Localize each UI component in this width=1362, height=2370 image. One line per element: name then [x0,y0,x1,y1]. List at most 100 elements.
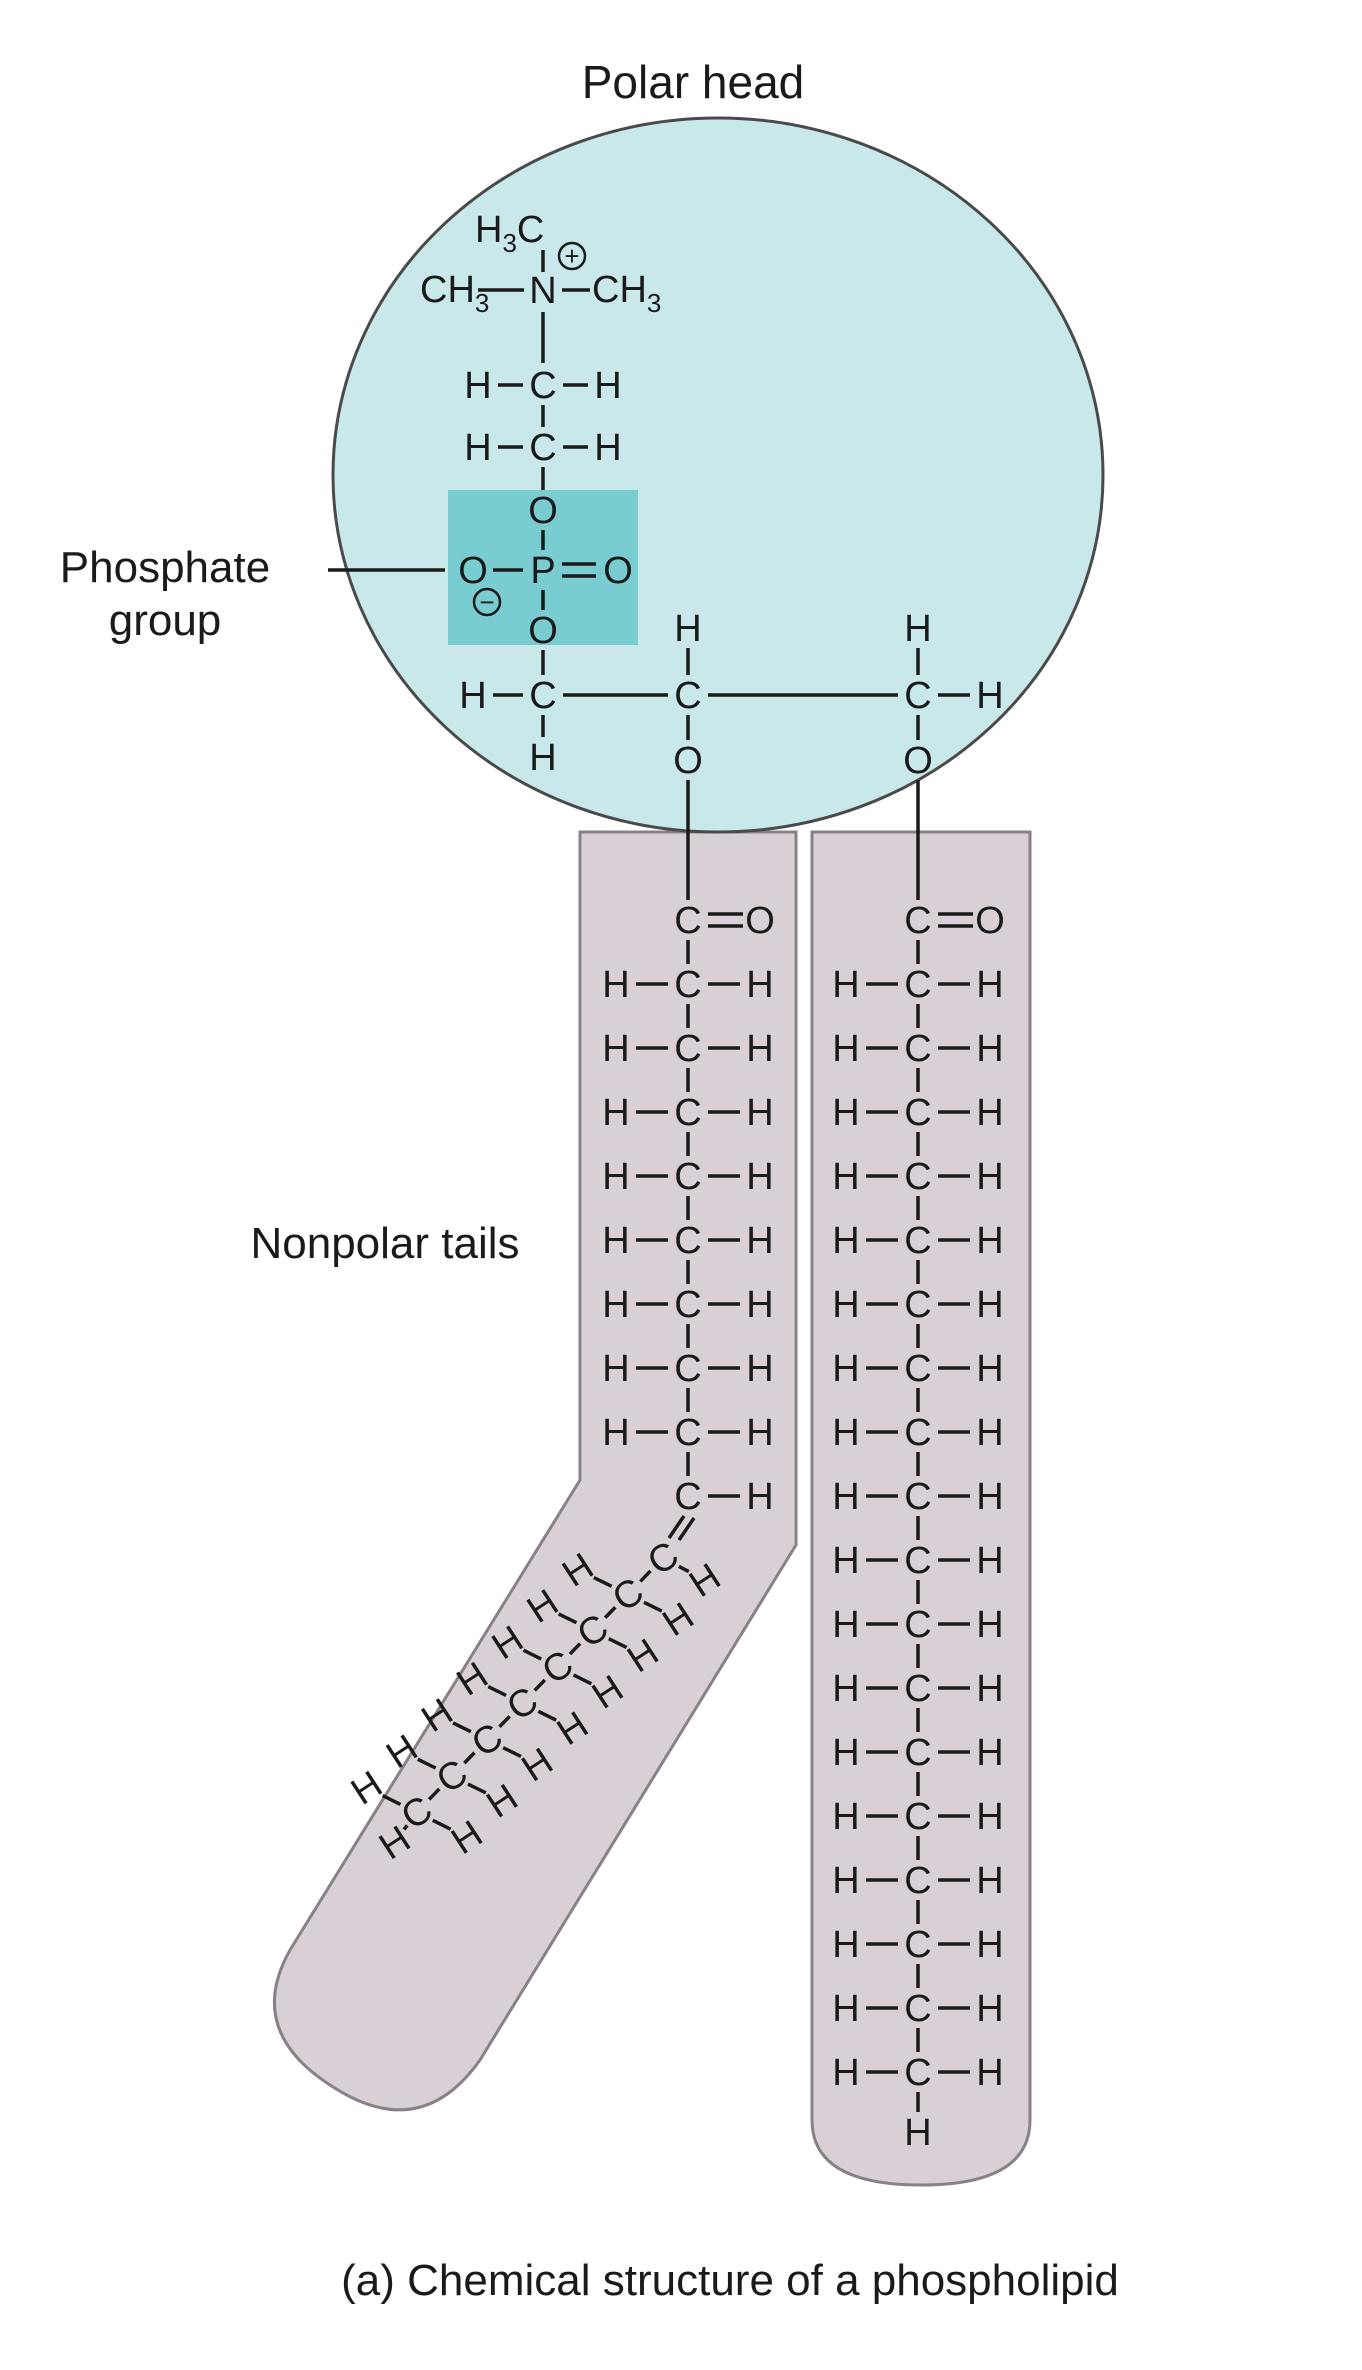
tail1-bond-c-c [498,1715,511,1728]
hydrogen-atom: H [459,675,486,717]
tail1-bond-c-h [431,1818,452,1831]
tail2-hydrogen-atom: H [832,1796,859,1838]
tail2-hydrogen-atom: H [976,964,1003,1006]
tail2-hydrogen-atom: H [976,1284,1003,1326]
positive-charge: + [564,241,579,271]
tail1-bond-c-c [603,1606,617,1619]
tail1-bond-c-c [568,1642,582,1656]
tail2-hydrogen-atom: H [832,1412,859,1454]
tail1-bond-c-h [502,1746,522,1759]
carbon-atom: C [529,675,556,717]
tail1-carbon-atom: C [674,1476,701,1518]
tail1-bond-c-h [572,1673,593,1686]
tail2-hydrogen-atom: H [976,1412,1003,1454]
hydrogen-atom: H [976,675,1003,717]
tail2-carbon-atom: C [904,1028,931,1070]
tail2-carbon-atom: C [904,1860,931,1902]
carbon-atom: C [529,365,556,407]
phosphorus-atom: P [530,550,555,592]
hydrogen-atom: H [674,608,701,650]
tail1-hydrogen-atom: H [602,1092,629,1134]
phosphate-group-label-line2: group [109,596,222,645]
tail1-hydrogen-atom: H [746,1092,773,1134]
tail1-bond-c-c [533,1678,547,1692]
negative-charge: − [479,587,494,617]
tail2-carbon-atom: C [904,1348,931,1390]
tail2-hydrogen-atom: H [832,1156,859,1198]
oxygen-atom: O [528,610,558,652]
tail2-carbon-atom: C [904,1284,931,1326]
tail1-bond-c-h [678,1564,690,1574]
tail2-hydrogen-atom-terminal: H [904,2112,931,2154]
tail2-carbon-atom: C [904,1412,931,1454]
tail2-carbon-atom: C [904,1988,931,2030]
tail2-hydrogen-atom: H [832,1604,859,1646]
tail2-carbon-atom: C [904,1668,931,1710]
tail1-hydrogen-atom: H [746,1156,773,1198]
tail2-carbon-atom: C [904,1732,931,1774]
tail1-hydrogen-atom: H [746,1284,773,1326]
polar-head-shape [331,116,1105,834]
methyl-top: H3C [475,209,544,258]
tail1-carbonyl-oxygen: O [745,900,775,942]
tail1-hydrogen-atom: H [746,1220,773,1262]
tail2-hydrogen-atom: H [976,1540,1003,1582]
tail2-hydrogen-atom: H [832,1924,859,1966]
negative-charge-circle [472,587,502,617]
tail2-hydrogen-atom: H [832,1284,859,1326]
nitrogen-atom: N [529,270,556,312]
methyl-left: CH3 [420,269,489,318]
tail2-hydrogen-atom: H [832,1860,859,1902]
tail1-bond-c-h [467,1782,487,1795]
tail2-hydrogen-atom: H [976,1988,1003,2030]
tail2-hydrogen-atom: H [976,1924,1003,1966]
tail1-hydrogen-atom: H [602,1348,629,1390]
tail1-carbon-atom: C [674,1028,701,1070]
tail2-hydrogen-atom: H [976,1348,1003,1390]
hydrogen-atom: H [464,427,491,469]
nonpolar-tails-label: Nonpolar tails [250,1219,519,1268]
tail1-hydrogen-atom: H [602,964,629,1006]
positive-charge-circle [557,241,587,271]
tail1-bond-c-c [463,1751,476,1765]
tail1-bond-c-h [557,1612,578,1625]
tail1-bond-c-h [417,1757,437,1770]
tail1-hydrogen-atom: H [746,1476,773,1518]
tail1-bond-c-h-terminal [402,1824,409,1831]
tail2-hydrogen-atom: H [832,1732,859,1774]
tail2-hydrogen-atom: H [832,1348,859,1390]
tail1-carbon-atom: C [674,1348,701,1390]
tail2-hydrogen-atom: H [976,2052,1003,2094]
phosphate-group-label-line1: Phosphate [60,543,270,592]
hydrogen-atom: H [529,737,556,779]
tail1-hydrogen-atom: H [746,1348,773,1390]
tail1-bond-c-h [537,1709,557,1722]
tail1-bond-c-h [643,1600,663,1613]
polar-head-label: Polar head [582,56,805,108]
tail1-hydrogen-atom: H [602,1412,629,1454]
nonpolar-tail-right-shape [810,830,1032,2187]
tail1-hydrogen-atom: H [746,964,773,1006]
tail2-carbon-atom: C [904,1540,931,1582]
hydrogen-atom: H [594,427,621,469]
tail2-hydrogen-atom: H [832,1092,859,1134]
tail2-hydrogen-atom: H [832,1476,859,1518]
tail2-carbon-atom: C [904,1220,931,1262]
tail2-carbon-atom: C [904,1156,931,1198]
tail1-bond-c-h [381,1794,402,1806]
tail2-hydrogen-atom: H [832,1540,859,1582]
tail2-hydrogen-atom: H [976,1220,1003,1262]
tail2-hydrogen-atom: H [976,1092,1003,1134]
tail1-hydrogen-atom: H [602,1220,629,1262]
oxygen-atom: O [673,740,703,782]
tail2-hydrogen-atom: H [832,1220,859,1262]
oxygen-atom: O [528,490,558,532]
tail1-carbon-atom: C [674,1220,701,1262]
methyl-right: CH3 [592,269,661,318]
tail1-carbon-atom: C [674,1412,701,1454]
hydrogen-atom: H [464,365,491,407]
nonpolar-tail-left-shape [272,830,798,2112]
oxygen-atom-charged: O [458,550,488,592]
figure-caption: (a) Chemical structure of a phospholipid [341,2256,1119,2305]
